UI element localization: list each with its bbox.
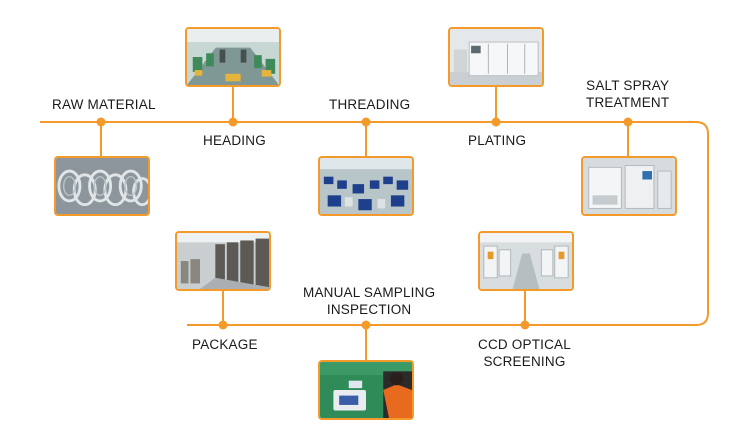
label-manual-line2: INSPECTION — [326, 302, 412, 317]
package-warehouse-photo — [175, 231, 271, 291]
node-salt-spray — [623, 117, 633, 127]
node-package — [218, 320, 228, 330]
heading-machines-photo — [185, 27, 281, 87]
plating-machine-photo — [448, 27, 544, 87]
salt-spray-chamber-photo — [581, 156, 677, 216]
label-threading: THREADING — [329, 97, 411, 112]
wire-coils-photo — [54, 156, 150, 216]
label-salt-spray-line1: SALT SPRAY — [586, 78, 670, 93]
label-ccd: CCD OPTICAL SCREENING — [478, 336, 571, 370]
label-ccd-line1: CCD OPTICAL — [478, 337, 571, 352]
node-plating — [491, 117, 501, 127]
label-plating: PLATING — [468, 133, 527, 148]
label-package: PACKAGE — [192, 337, 258, 352]
ccd-screening-photo — [478, 231, 574, 291]
label-salt-spray: SALT SPRAY TREATMENT — [586, 77, 669, 111]
node-manual — [361, 320, 371, 330]
label-ccd-line2: SCREENING — [483, 354, 566, 369]
node-ccd — [520, 320, 530, 330]
manual-inspection-photo — [318, 360, 414, 420]
node-threading — [361, 117, 371, 127]
label-manual: MANUAL SAMPLING INSPECTION — [303, 284, 435, 318]
threading-machines-photo — [318, 156, 414, 216]
label-heading: HEADING — [203, 133, 266, 148]
label-raw-material: RAW MATERIAL — [52, 97, 156, 112]
flow-loop-line — [40, 121, 709, 326]
label-salt-spray-line2: TREATMENT — [586, 95, 670, 110]
label-manual-line1: MANUAL SAMPLING — [303, 285, 436, 300]
node-heading — [228, 117, 238, 127]
node-raw-material — [96, 117, 106, 127]
